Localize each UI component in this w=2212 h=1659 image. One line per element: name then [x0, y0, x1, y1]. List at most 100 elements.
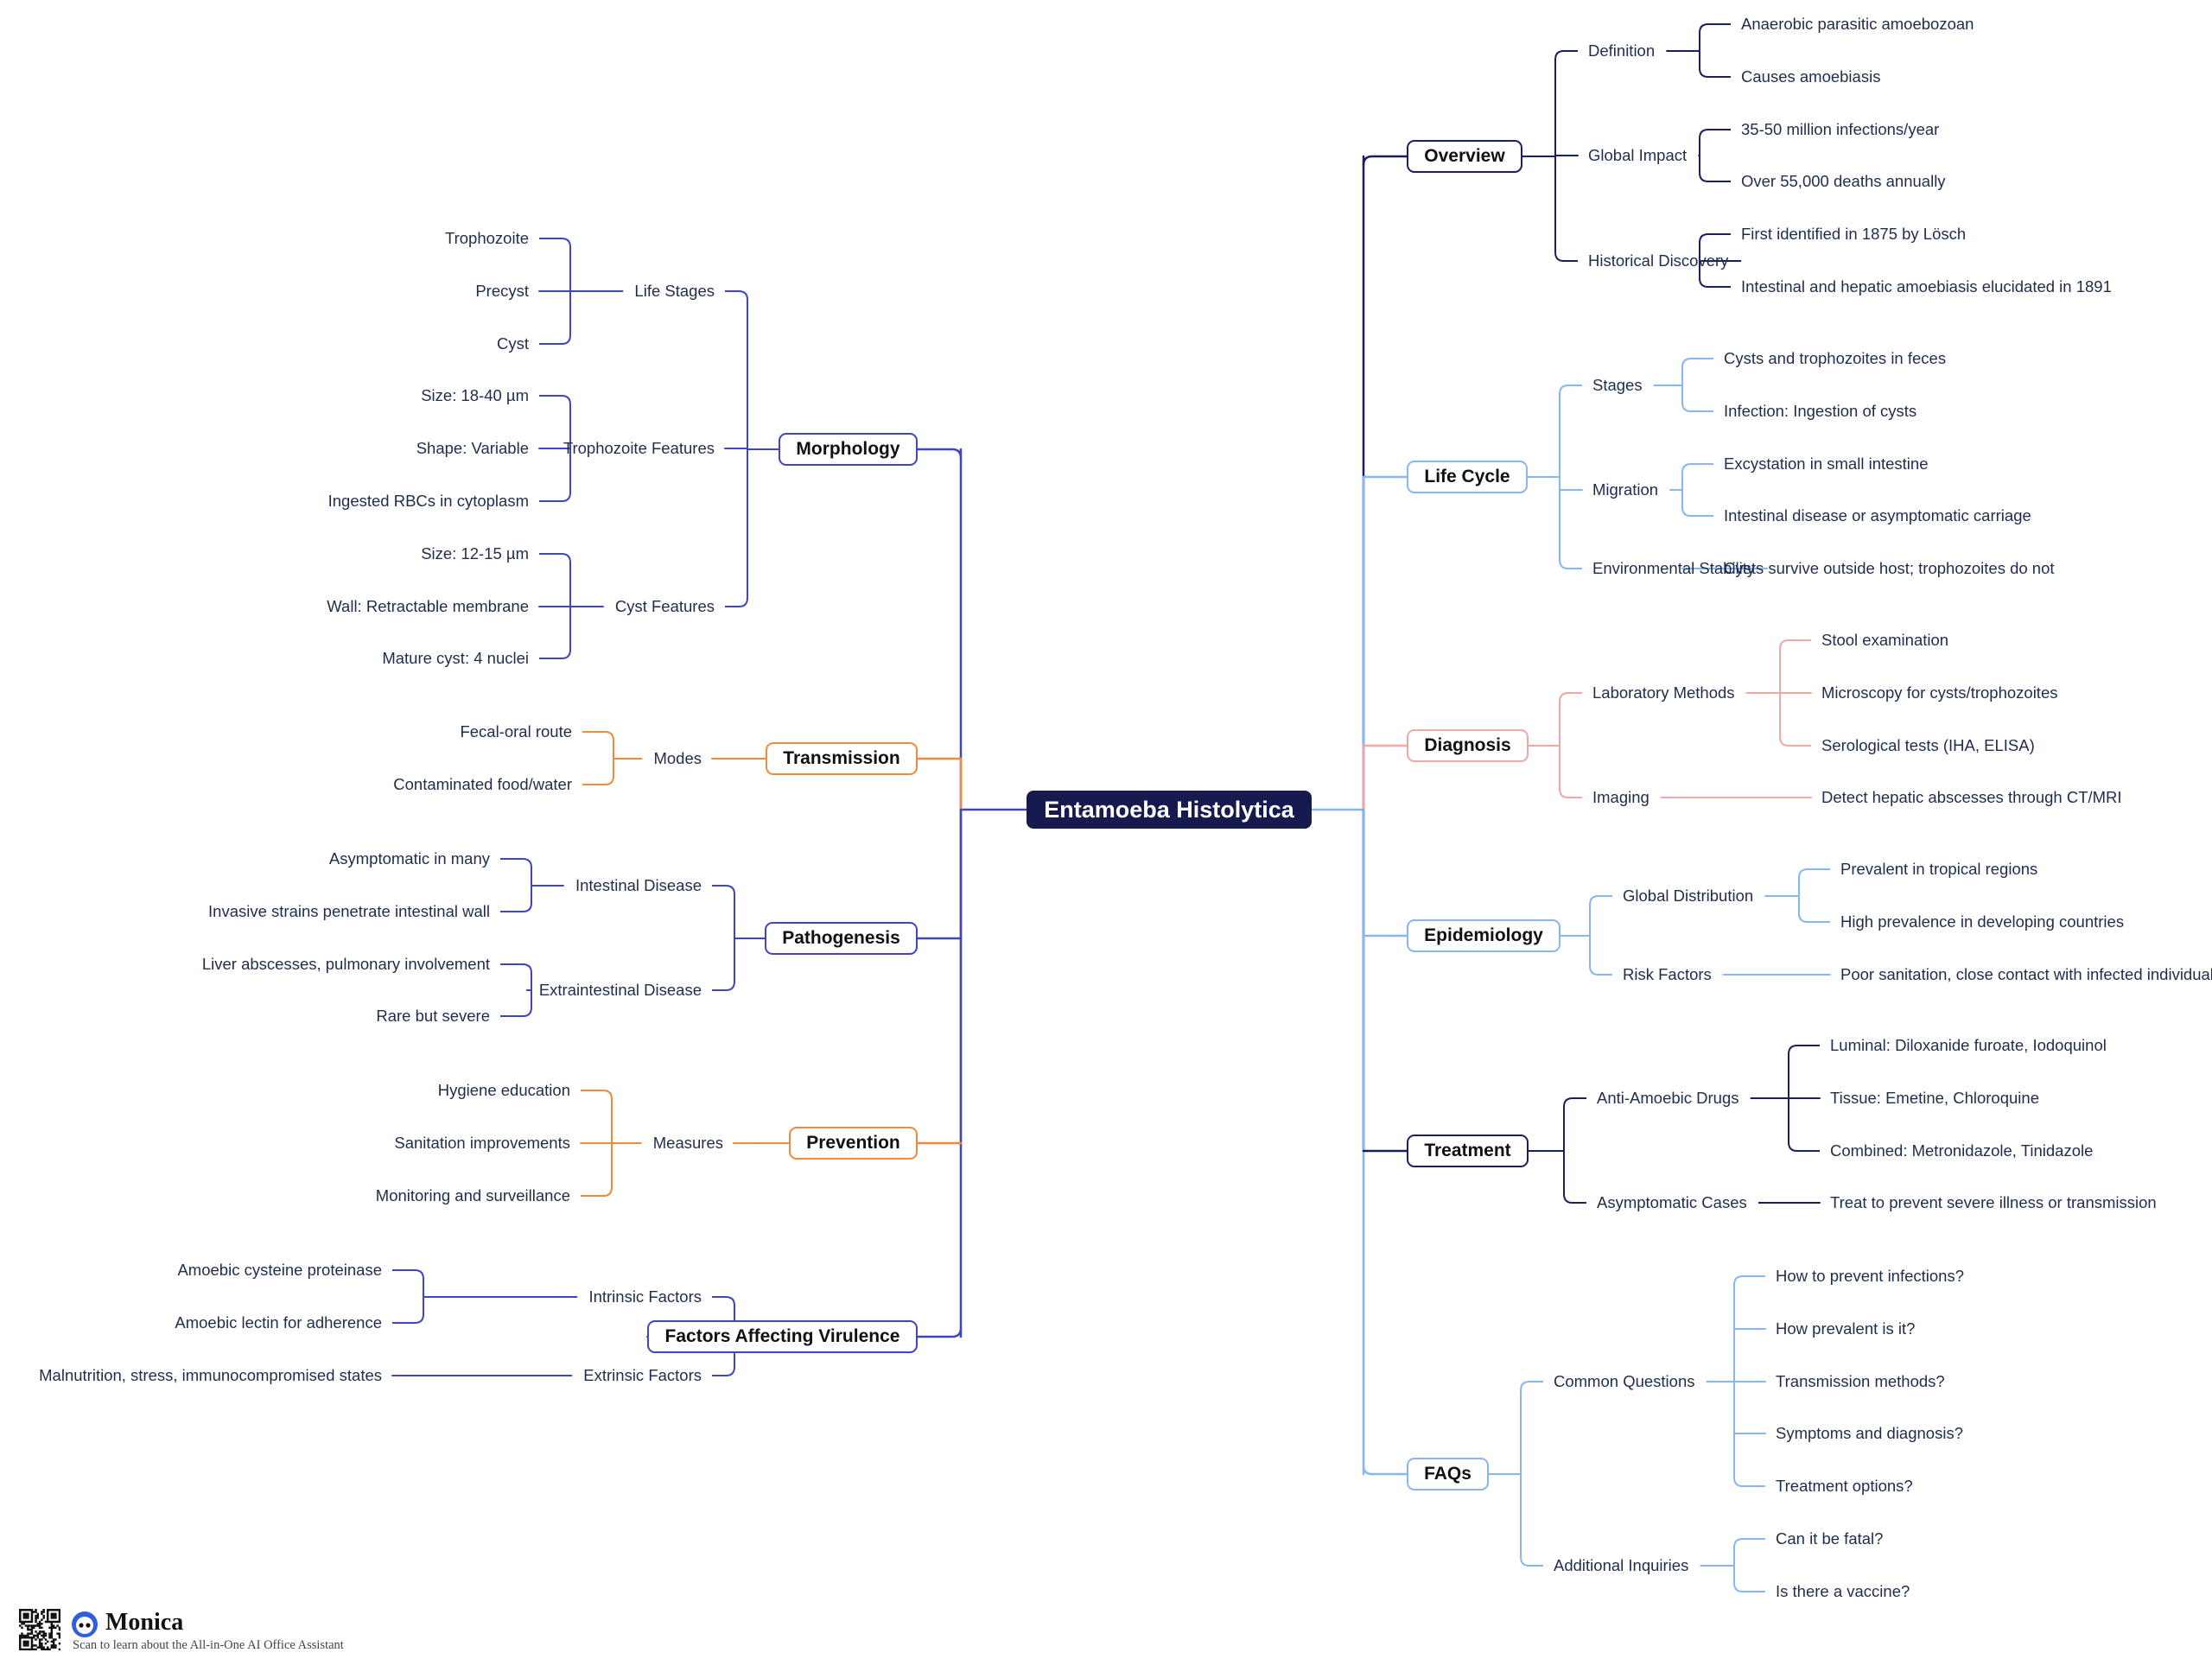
- branch-prevention[interactable]: Prevention: [789, 1127, 918, 1160]
- connector-line: [392, 1313, 424, 1324]
- connector-line: [1699, 67, 1731, 78]
- connector-line: [1699, 23, 1731, 34]
- connector-line: [1733, 1582, 1765, 1592]
- subtopic: Intestinal Disease: [575, 875, 702, 894]
- leaf-topic: Sanitation improvements: [394, 1133, 570, 1152]
- connector-line: [539, 395, 571, 405]
- branch-life-cycle[interactable]: Life Cycle: [1407, 461, 1528, 493]
- subtopic: Laboratory Methods: [1592, 683, 1735, 702]
- leaf-topic: Combined: Metronidazole, Tinidazole: [1830, 1141, 2094, 1160]
- leaf-topic: Cysts survive outside host; trophozoites…: [1724, 558, 2055, 577]
- leaf-topic: Contaminated food/water: [393, 774, 572, 793]
- branch-morphology[interactable]: Morphology: [779, 433, 918, 466]
- connector-line: [1589, 965, 1612, 976]
- branch-treatment[interactable]: Treatment: [1407, 1135, 1529, 1167]
- connector-line: [1699, 129, 1731, 139]
- connector-line: [1559, 788, 1582, 798]
- leaf-topic: High prevalence in developing countries: [1840, 912, 2125, 931]
- subtopic: Anti-Amoebic Drugs: [1597, 1088, 1739, 1107]
- subtopic: Additional Inquiries: [1554, 1555, 1689, 1574]
- leaf-topic: Causes amoebiasis: [1741, 67, 1881, 86]
- subtopic: Migration: [1592, 480, 1659, 499]
- leaf-topic: Ingested RBCs in cytoplasm: [327, 491, 529, 510]
- connector-line: [1699, 277, 1731, 288]
- footer-branding: Monica Scan to learn about the All-in-On…: [19, 1607, 399, 1652]
- subtopic: Historical Discovery: [1588, 251, 1729, 270]
- leaf-topic: 35-50 million infections/year: [1741, 119, 1940, 138]
- leaf-topic: Luminal: Diloxanide furoate, Iodoquinol: [1830, 1035, 2107, 1054]
- connector-line: [1554, 251, 1578, 262]
- leaf-topic: Excystation in small intestine: [1724, 454, 1929, 473]
- connector-line: [712, 981, 735, 991]
- connector-line: [500, 858, 532, 868]
- connector-line: [581, 1090, 613, 1100]
- leaf-topic: Intestinal disease or asymptomatic carri…: [1724, 505, 2031, 524]
- connector-line: [1589, 895, 1612, 906]
- connector-line: [725, 290, 748, 301]
- leaf-topic: Hygiene education: [437, 1080, 570, 1099]
- branch-factors-affecting-virulence[interactable]: Factors Affecting Virulence: [647, 1320, 918, 1353]
- subtopic: Global Distribution: [1623, 886, 1754, 905]
- subtopic: Asymptomatic Cases: [1597, 1192, 1747, 1211]
- connector-line: [918, 1327, 963, 1338]
- branch-pathogenesis[interactable]: Pathogenesis: [765, 922, 918, 955]
- connector-line: [539, 238, 571, 248]
- connector-line: [500, 1007, 532, 1017]
- leaf-topic: Invasive strains penetrate intestinal wa…: [208, 901, 490, 920]
- branch-overview[interactable]: Overview: [1407, 140, 1522, 173]
- subtopic: Global Impact: [1588, 145, 1688, 164]
- connector-line: [539, 649, 571, 659]
- connector-line: [1798, 868, 1830, 879]
- connector-line: [712, 885, 735, 895]
- leaf-topic: Asymptomatic in many: [328, 849, 490, 868]
- leaf-topic: Treat to prevent severe illness or trans…: [1830, 1192, 2157, 1211]
- subtopic: Extrinsic Factors: [583, 1365, 702, 1384]
- leaf-topic: Intestinal and hepatic amoebiasis elucid…: [1741, 276, 2112, 296]
- leaf-topic: Monitoring and surveillance: [375, 1185, 570, 1205]
- connector-line: [712, 1296, 735, 1306]
- leaf-topic: Anaerobic parasitic amoebozoan: [1741, 14, 1974, 33]
- connector-line: [1681, 506, 1713, 517]
- connector-line: [500, 902, 532, 912]
- connector-line: [725, 597, 748, 607]
- leaf-topic: Cyst: [497, 334, 529, 353]
- leaf-topic: Amoebic lectin for adherence: [175, 1313, 382, 1332]
- connector-line: [1362, 155, 1407, 166]
- subtopic: Risk Factors: [1623, 964, 1712, 983]
- connector-line: [1699, 233, 1731, 244]
- leaf-topic: Shape: Variable: [416, 438, 529, 457]
- connector-line: [392, 1269, 424, 1280]
- leaf-topic: First identified in 1875 by Lösch: [1741, 224, 1967, 243]
- branch-epidemiology[interactable]: Epidemiology: [1407, 919, 1560, 952]
- connector-line: [1779, 639, 1811, 650]
- leaf-topic: Malnutrition, stress, immunocompromised …: [39, 1365, 382, 1384]
- connector-line: [539, 492, 571, 502]
- subtopic: Trophozoite Features: [563, 438, 715, 457]
- leaf-topic: Can it be fatal?: [1776, 1529, 1884, 1548]
- branch-faqs[interactable]: FAQs: [1407, 1458, 1489, 1491]
- subtopic: Extraintestinal Disease: [538, 980, 702, 999]
- connector-line: [1563, 1193, 1586, 1204]
- leaf-topic: How to prevent infections?: [1776, 1266, 1965, 1285]
- leaf-topic: How prevalent is it?: [1776, 1319, 1916, 1338]
- connector-line: [1681, 463, 1713, 474]
- subtopic: Common Questions: [1554, 1371, 1695, 1390]
- connector-line: [1559, 385, 1582, 395]
- brand-tagline: Scan to learn about the All-in-One AI Of…: [73, 1638, 344, 1652]
- leaf-topic: Mature cyst: 4 nuclei: [382, 648, 529, 667]
- connector-line: [1554, 50, 1578, 60]
- connector-line: [1788, 1045, 1820, 1055]
- connector-line: [1559, 559, 1582, 569]
- subtopic: Intrinsic Factors: [588, 1287, 702, 1306]
- leaf-topic: Prevalent in tropical regions: [1840, 859, 2038, 878]
- branch-transmission[interactable]: Transmission: [766, 742, 918, 775]
- connector-line: [1798, 912, 1830, 923]
- connector-line: [1362, 1465, 1407, 1476]
- subtopic: Environmental Stability: [1592, 558, 1756, 577]
- connector-line: [1733, 1477, 1765, 1487]
- root-topic[interactable]: Entamoeba Histolytica: [1027, 791, 1312, 829]
- branch-diagnosis[interactable]: Diagnosis: [1407, 729, 1529, 762]
- leaf-topic: Size: 12-15 µm: [421, 543, 529, 563]
